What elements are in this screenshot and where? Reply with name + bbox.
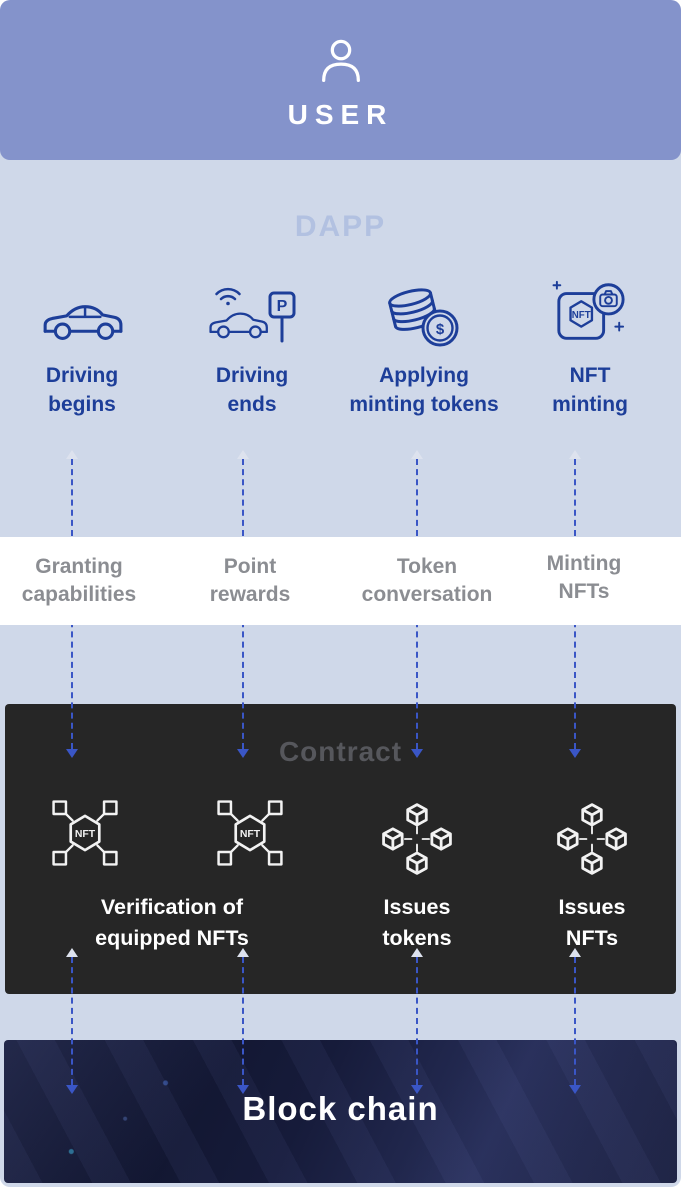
coins-dollar-icon: $ — [329, 278, 519, 350]
arrow-up-icon — [569, 450, 581, 459]
arrow-up-icon — [411, 948, 423, 957]
arrow-contract-chain-4 — [568, 948, 582, 1094]
svg-text:P: P — [277, 298, 288, 315]
dapp-step-label: Driving begins — [45, 364, 119, 416]
relation-band: Granting capabilities Point rewards Toke… — [0, 537, 681, 625]
nft-frame-icon: NFT — [210, 793, 290, 878]
nft-frame-icon: NFT — [45, 793, 125, 878]
arrow-contract-chain-3 — [410, 948, 424, 1094]
contract-section — [5, 704, 676, 994]
blockchain-title: Block chain — [242, 1090, 439, 1127]
arrow-down-icon — [66, 749, 78, 758]
relation-label: Token conversation — [361, 555, 493, 606]
dapp-step-driving-begins: Driving begins — [2, 278, 162, 420]
contract-label-verification: Verification of equipped NFTs — [95, 895, 249, 950]
dapp-step-nft-minting: NFT NFT minting — [510, 278, 670, 420]
arrow-down-icon — [66, 1085, 78, 1094]
contract-label-issues-tokens: Issues tokens — [382, 895, 452, 950]
user-title: USER — [287, 98, 394, 130]
dapp-step-label: Driving ends — [215, 364, 289, 416]
arrow-down-icon — [237, 749, 249, 758]
arrow-contract-chain-1 — [65, 948, 79, 1094]
arrow-up-icon — [411, 450, 423, 459]
svg-text:NFT: NFT — [75, 829, 96, 840]
blockchain-cubes-icon — [378, 800, 456, 883]
dapp-step-label: NFT minting — [552, 364, 628, 416]
arrow-down-icon — [569, 749, 581, 758]
arrow-down-icon — [569, 1085, 581, 1094]
dapp-step-applying-minting-tokens: $ Applying minting tokens — [329, 278, 519, 420]
arrow-down-icon — [237, 1085, 249, 1094]
user-section: USER — [0, 0, 681, 160]
svg-text:NFT: NFT — [572, 310, 591, 321]
blockchain-section: Block chain — [4, 1040, 677, 1183]
relation-label: Minting NFTs — [546, 552, 622, 603]
contract-label-issues-nfts: Issues NFTs — [558, 895, 626, 950]
page-background — [0, 150, 681, 1187]
blockchain-cubes-icon — [553, 800, 631, 883]
relation-label: Point rewards — [209, 555, 291, 606]
arrow-up-icon — [237, 948, 249, 957]
dapp-title: DAPP — [294, 210, 387, 243]
svg-text:$: $ — [436, 321, 445, 338]
arrow-down-icon — [411, 1085, 423, 1094]
user-icon — [315, 36, 367, 93]
dapp-step-label: Applying minting tokens — [349, 364, 499, 416]
relation-label: Granting capabilities — [21, 555, 137, 606]
arrow-up-icon — [237, 450, 249, 459]
car-icon — [2, 278, 162, 350]
arrow-up-icon — [66, 450, 78, 459]
arrow-up-icon — [569, 948, 581, 957]
contract-title: Contract — [278, 736, 403, 767]
arrow-down-icon — [411, 749, 423, 758]
dapp-step-driving-ends: P Driving ends — [172, 278, 332, 420]
car-parking-icon: P — [172, 278, 332, 350]
arrow-contract-chain-2 — [236, 948, 250, 1094]
svg-text:NFT: NFT — [240, 829, 261, 840]
nft-camera-icon: NFT — [510, 278, 670, 350]
arrow-up-icon — [66, 948, 78, 957]
